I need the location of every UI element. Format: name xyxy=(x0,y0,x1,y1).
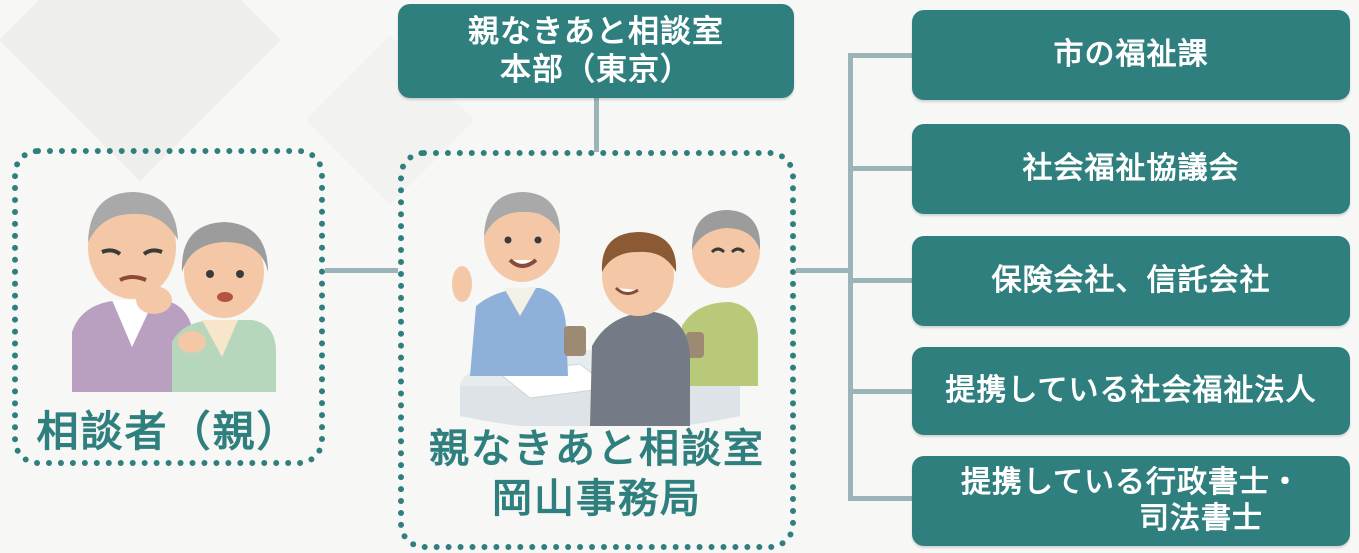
consultation-meeting-illustration xyxy=(452,192,760,426)
partner-label-line2: 司法書士 xyxy=(1139,501,1263,536)
connector-client-office xyxy=(325,268,398,273)
partner-label: 社会福祉協議会 xyxy=(1022,151,1240,186)
partner-city-welfare: 市の福祉課 xyxy=(912,10,1350,100)
partner-label: 提携している社会福祉法人 xyxy=(945,373,1317,408)
office-box: 親なきあと相談室 岡山事務局 xyxy=(398,150,796,550)
partner-label: 保険会社、信託会社 xyxy=(991,263,1271,298)
connector-branch xyxy=(848,496,914,501)
connector-branch xyxy=(848,166,914,171)
connector-office-partners xyxy=(796,268,850,273)
partner-social-welfare-corp: 提携している社会福祉法人 xyxy=(912,347,1350,435)
office-label-line2: 岡山事務局 xyxy=(492,476,702,522)
connector-hq-office xyxy=(594,98,599,152)
connector-branch xyxy=(848,53,914,58)
connector-vertical xyxy=(848,53,853,501)
partner-social-welfare-council: 社会福祉協議会 xyxy=(912,124,1350,214)
connector-branch xyxy=(848,389,914,394)
partner-label: 提携している行政書士・ xyxy=(960,465,1302,500)
client-box: 相談者（親） xyxy=(12,148,325,466)
partner-insurance-trust: 保険会社、信託会社 xyxy=(912,236,1350,326)
headquarters-box: 親なきあと相談室 本部（東京） xyxy=(398,4,794,98)
office-label: 親なきあと相談室 岡山事務局 xyxy=(404,424,790,524)
client-label: 相談者（親） xyxy=(36,407,301,456)
headquarters-line2: 本部（東京） xyxy=(500,52,692,88)
headquarters-line1: 親なきあと相談室 xyxy=(468,14,724,50)
elderly-couple-illustration xyxy=(72,192,276,392)
office-label-line1: 親なきあと相談室 xyxy=(429,426,765,472)
partner-scriveners: 提携している行政書士・ 司法書士 xyxy=(912,456,1350,546)
connector-branch xyxy=(848,278,914,283)
partner-label: 市の福祉課 xyxy=(1053,37,1209,72)
